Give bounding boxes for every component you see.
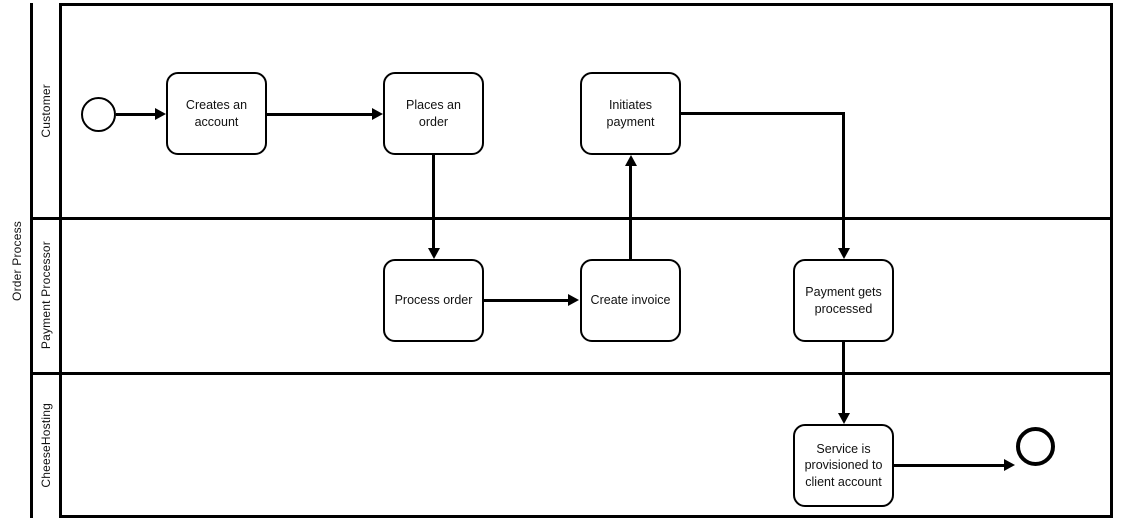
flow-initiates-payment-down-segment — [842, 112, 845, 248]
flow-start-to-creates-account — [116, 113, 157, 116]
flow-places-order-to-process-order — [432, 155, 435, 250]
task-label-process-order: Process order — [394, 293, 473, 308]
task-create-invoice[interactable]: Create invoice — [580, 259, 681, 342]
lane-header-cheesehosting[interactable]: CheeseHosting — [33, 373, 62, 518]
pool-header-order-process[interactable]: Order Process — [3, 3, 33, 518]
flow-process-order-to-create-invoice — [484, 299, 569, 302]
task-process-order[interactable]: Process order — [383, 259, 484, 342]
flow-creates-account-to-places-order — [267, 113, 377, 116]
task-label-create-invoice: Create invoice — [590, 293, 671, 308]
lane-label-payment-processor: Payment Processor — [39, 241, 53, 350]
flow-arrowhead-end-event — [1004, 458, 1015, 471]
lane-label-customer: Customer — [39, 83, 53, 138]
flow-create-invoice-to-initiates-payment — [629, 166, 632, 259]
flow-arrowhead-process-order — [427, 248, 440, 259]
flow-arrowhead-initiates-payment — [624, 155, 637, 166]
task-label-service-is-provisioned: Service is provisioned to client account — [804, 441, 883, 489]
task-initiates-payment[interactable]: Initiates payment — [580, 72, 681, 155]
end-event[interactable] — [1016, 427, 1055, 466]
lane-divider-payment-cheesehosting — [33, 372, 1113, 375]
task-places-an-order[interactable]: Places an order — [383, 72, 484, 155]
task-label-payment-gets-processed: Payment gets processed — [805, 285, 882, 316]
task-payment-gets-processed[interactable]: Payment gets processed — [793, 259, 894, 342]
flow-arrowhead-creates-account — [155, 107, 166, 120]
pool-title: Order Process — [9, 220, 24, 301]
task-label-creates-an-account: Creates an account — [185, 98, 248, 129]
task-label-places-an-order: Places an order — [406, 98, 461, 129]
lane-divider-customer-payment — [33, 217, 1113, 220]
flow-arrowhead-create-invoice — [568, 293, 579, 306]
flow-service-provisioned-to-end-event — [894, 464, 1006, 467]
task-label-initiates-payment: Initiates payment — [606, 98, 655, 129]
flow-payment-processed-to-service-provisioned — [842, 342, 845, 415]
flow-arrowhead-payment-gets-processed — [837, 248, 850, 259]
flow-arrowhead-service-provisioned — [837, 413, 850, 424]
task-service-is-provisioned[interactable]: Service is provisioned to client account — [793, 424, 894, 507]
lane-header-payment-processor[interactable]: Payment Processor — [33, 218, 62, 373]
flow-arrowhead-places-order — [372, 107, 383, 120]
lane-header-customer[interactable]: Customer — [33, 3, 62, 218]
start-event[interactable] — [81, 97, 116, 132]
lane-label-cheesehosting: CheeseHosting — [39, 403, 53, 488]
flow-initiates-payment-right-segment — [681, 112, 845, 115]
task-creates-an-account[interactable]: Creates an account — [166, 72, 267, 155]
